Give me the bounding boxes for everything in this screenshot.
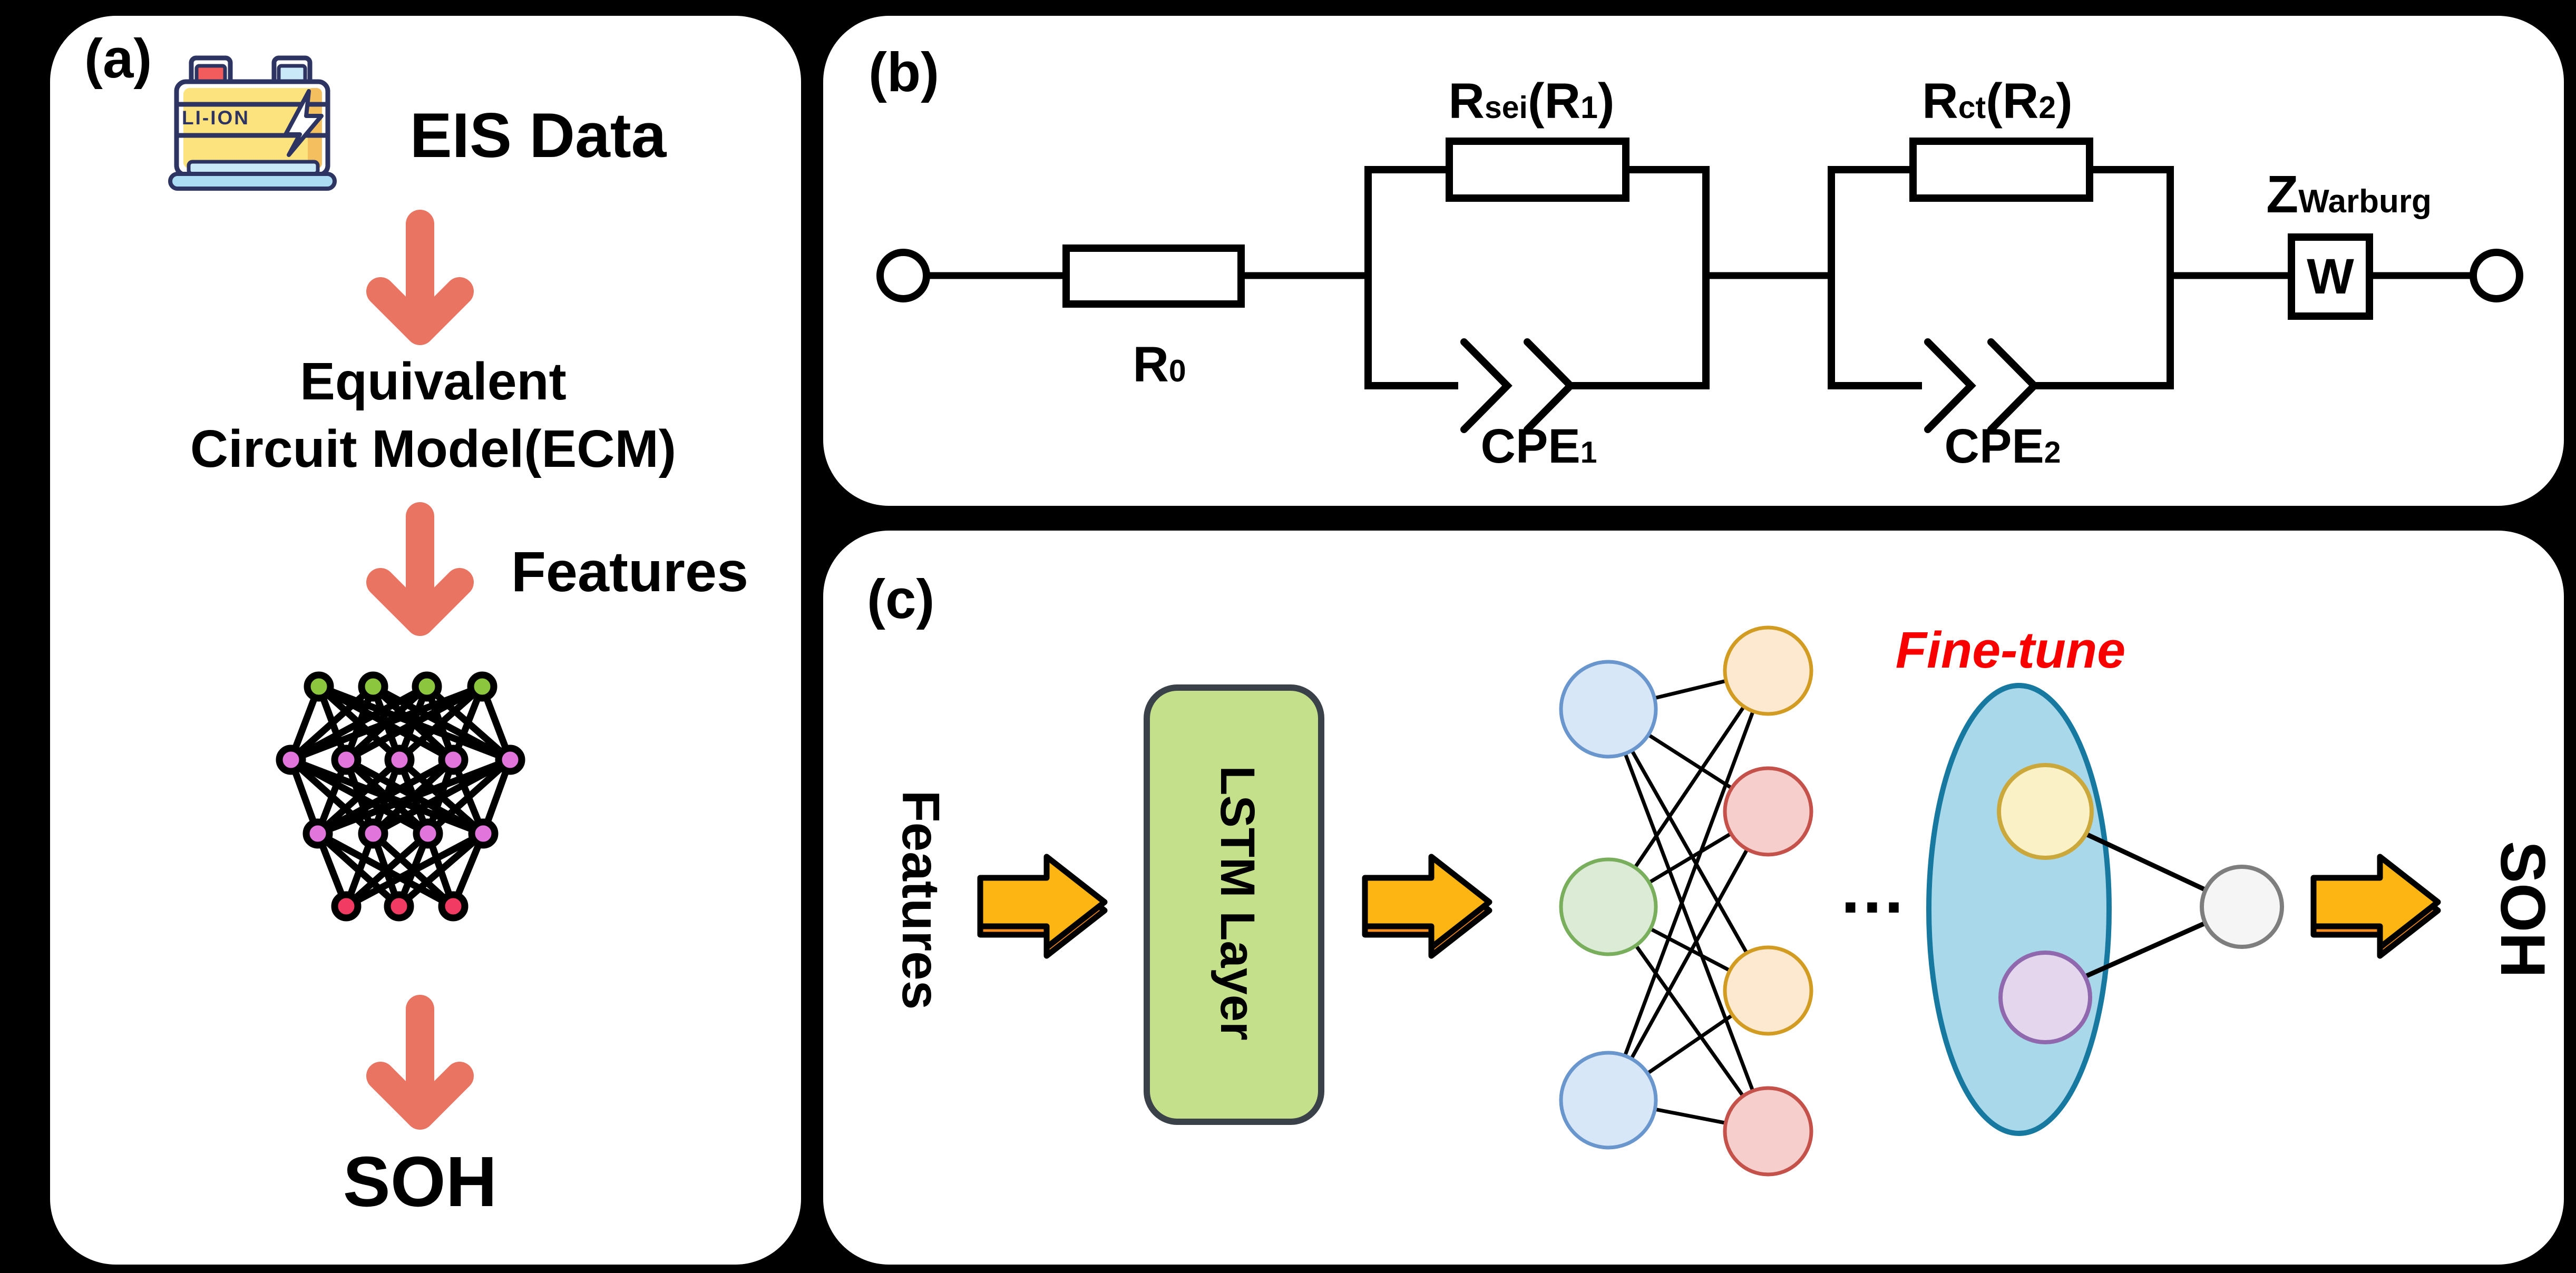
panel-c-label: (c) bbox=[867, 569, 935, 630]
input-node-green bbox=[1559, 857, 1658, 956]
eis-data-title: EIS Data bbox=[409, 100, 667, 171]
hidden-node-red bbox=[1723, 766, 1813, 857]
panel-a-graphics bbox=[276, 210, 525, 1130]
dense-layer-2 bbox=[1723, 625, 1813, 1177]
ecm-title: Equivalent Circuit Model(ECM) bbox=[170, 348, 697, 483]
nn-icon-node bbox=[413, 818, 443, 849]
nn-icon-node bbox=[412, 671, 442, 702]
panel-b-label: (b) bbox=[869, 42, 940, 103]
input-node-blue bbox=[1559, 660, 1658, 759]
nn-icon-node bbox=[304, 671, 334, 702]
rct-label: Rct(R2) bbox=[1922, 73, 2073, 129]
nn-icon-node bbox=[438, 745, 469, 775]
down-arrow-icon bbox=[366, 995, 474, 1130]
equivalent-circuit-graphics bbox=[876, 138, 2523, 433]
features-label-a: Features bbox=[511, 540, 749, 603]
resistor-rsei bbox=[1446, 138, 1629, 202]
features-label-c: Features bbox=[891, 790, 950, 1010]
nn-icon-node bbox=[495, 745, 525, 775]
nn-icon-node bbox=[276, 745, 306, 775]
finetune-node-yellow bbox=[1997, 763, 2094, 860]
hidden-node-yellow bbox=[1723, 625, 1813, 716]
soh-label-a: SOH bbox=[343, 1142, 497, 1221]
dense-layer-1 bbox=[1559, 660, 1658, 1150]
nn-icon-node bbox=[358, 818, 388, 849]
right-arrow-icon bbox=[977, 854, 1108, 959]
hidden-node-red bbox=[1723, 1086, 1813, 1177]
resistor-r0 bbox=[1062, 244, 1245, 308]
battery-label: LI-ION bbox=[182, 107, 250, 129]
ecm-title-line1: Equivalent bbox=[300, 352, 567, 411]
nn-icon-node bbox=[358, 671, 388, 702]
nn-icon-node bbox=[384, 745, 415, 775]
right-arrow-icon bbox=[2310, 854, 2441, 959]
panel-a-label: (a) bbox=[84, 28, 152, 90]
terminal-circle-right bbox=[2470, 249, 2523, 302]
nn-icon-node bbox=[438, 891, 469, 922]
resistor-rct bbox=[1909, 138, 2093, 202]
r0-label: R0 bbox=[1133, 337, 1186, 393]
panel-c bbox=[823, 531, 2564, 1265]
rsei-label: Rsei(R1) bbox=[1448, 73, 1615, 129]
parallel-block-2 bbox=[1828, 138, 2174, 433]
cpe2-label: CPE2 bbox=[1944, 419, 2061, 473]
nn-icon-node bbox=[331, 891, 362, 922]
cpe1-icon bbox=[1460, 338, 1576, 433]
hidden-node-yellow bbox=[1723, 945, 1813, 1036]
nn-icon-node bbox=[468, 818, 499, 849]
lstm-layer-label: LSTM Layer bbox=[1211, 766, 1264, 1041]
soh-label-c: SOH bbox=[2487, 840, 2558, 978]
zwarburg-label: ZWarburg bbox=[2266, 165, 2432, 224]
cpe2-icon bbox=[1924, 338, 2040, 433]
right-arrow-icon bbox=[1362, 854, 1492, 959]
nn-icon-node bbox=[384, 891, 414, 922]
input-node-blue bbox=[1559, 1051, 1658, 1150]
ellipsis-dots: ... bbox=[1841, 850, 1906, 927]
terminal-circle-left bbox=[876, 249, 930, 302]
warburg-w-label: W bbox=[2307, 249, 2354, 305]
panel-b bbox=[823, 16, 2564, 506]
ecm-title-line2: Circuit Model(ECM) bbox=[190, 419, 677, 478]
cpe1-label: CPE1 bbox=[1480, 419, 1597, 473]
lstm-layer-box bbox=[1144, 684, 1324, 1125]
battery-base bbox=[168, 172, 337, 191]
finetune-node-purple bbox=[1998, 951, 2092, 1044]
down-arrow-icon bbox=[366, 502, 474, 636]
down-arrow-icon bbox=[366, 210, 474, 345]
neural-network-icon bbox=[276, 671, 525, 922]
nn-icon-node bbox=[467, 671, 497, 702]
nn-icon-node bbox=[331, 745, 362, 775]
panel-a bbox=[50, 16, 801, 1265]
finetune-label: Fine-tune bbox=[1895, 621, 2126, 679]
nn-icon-node bbox=[303, 818, 333, 849]
warburg-box bbox=[2288, 233, 2373, 320]
battery-icon bbox=[168, 55, 337, 191]
output-node-gray bbox=[2200, 865, 2284, 949]
finetune-ellipse bbox=[1926, 683, 2112, 1136]
lightning-bolt-icon bbox=[284, 89, 324, 157]
lstm-pipeline-graphics bbox=[977, 625, 2441, 1177]
parallel-block-1 bbox=[1364, 138, 1710, 433]
